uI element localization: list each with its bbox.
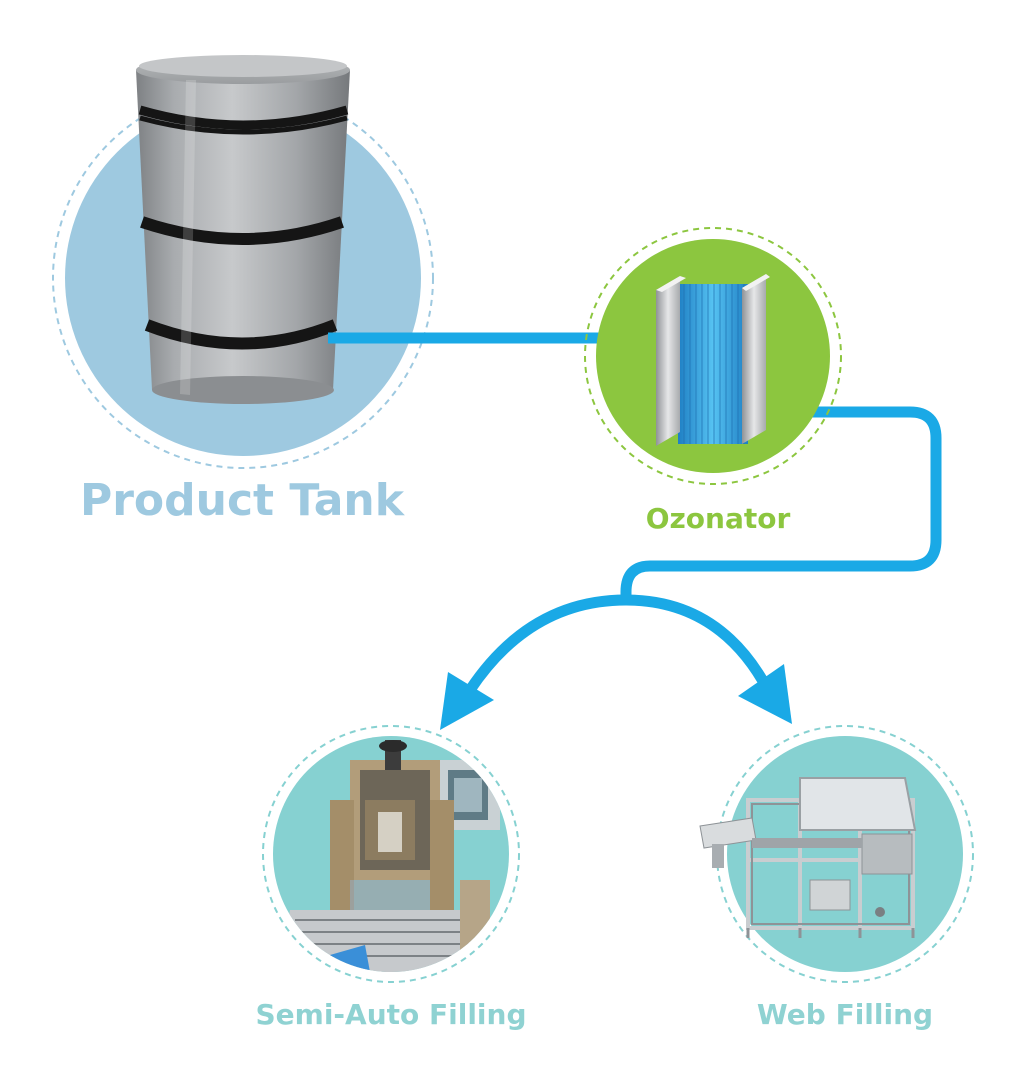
arrowhead-web [738,664,792,724]
web-filler-machine-icon [699,777,917,938]
ozonator-label: Ozonator [646,502,791,535]
web-filling-label: Web Filling [757,998,933,1031]
product-tank-label: Product Tank [80,475,406,526]
ozone-generator-icon [656,274,770,446]
product-tank-node: Product Tank [52,55,434,526]
arrowhead-semi-auto [440,672,494,730]
ozonator-dashed-ring [584,227,842,485]
web-filling-circle [727,736,963,972]
ozonator-node: Ozonator [584,227,842,535]
semi-auto-filling-node: Semi-Auto Filling [255,725,527,1031]
steel-drum-icon [136,55,350,404]
pipe-split-to-semi-auto [465,594,627,694]
web-filling-node: Web Filling [699,725,974,1031]
semi-auto-filler-machine-icon [280,740,500,972]
semi-auto-filling-label: Semi-Auto Filling [255,998,526,1031]
semi-auto-dashed-ring [262,725,520,983]
pipe-split-to-web [625,594,773,693]
pipe-ozonator-to-split [620,406,942,602]
